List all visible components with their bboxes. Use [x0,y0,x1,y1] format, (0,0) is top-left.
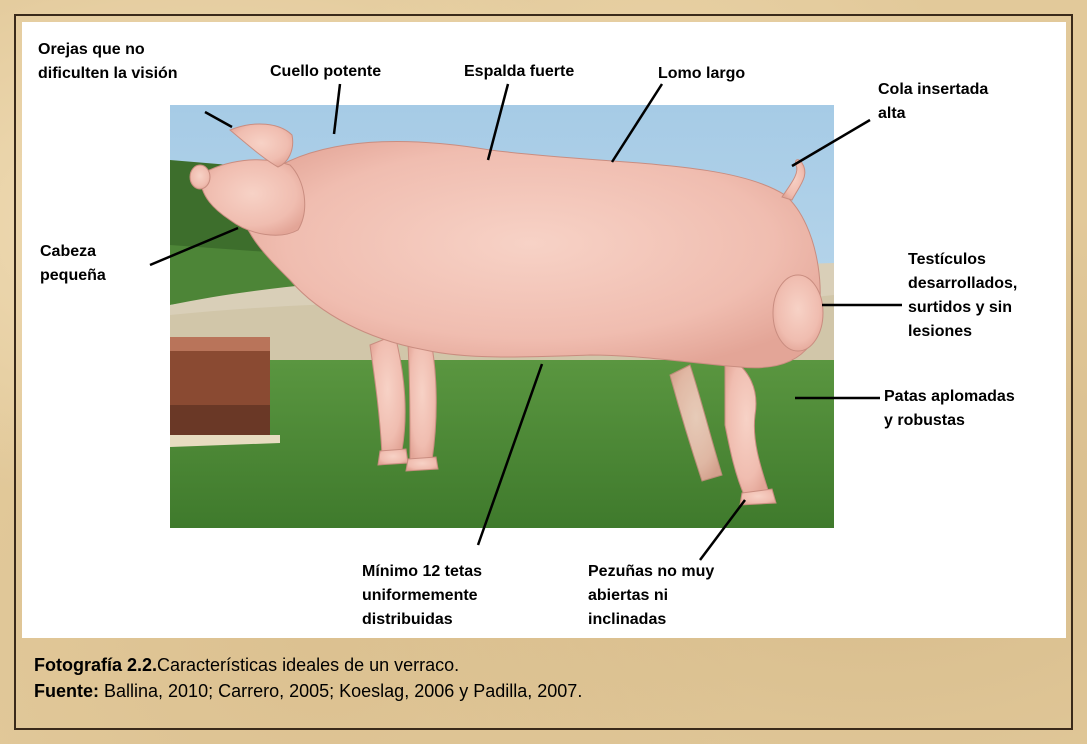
label-teats: Mínimo 12 tetas uniformemente distribuid… [362,563,483,628]
figure-caption: Fotografía 2.2.Características ideales d… [34,652,582,704]
label-back: Espalda fuerte [464,63,575,80]
label-neck: Cuello potente [270,63,382,80]
label-tail: Cola insertada alta [878,81,989,122]
caption-source-prefix: Fuente: [34,681,99,701]
boar-photo [170,105,834,528]
caption-photo-line: Fotografía 2.2.Características ideales d… [34,652,582,678]
label-legs: Patas aplomadas y robustas [884,388,1015,429]
label-ears: Orejas que no dificulten la visión [38,41,178,82]
caption-photo-text: Características ideales de un verraco. [157,655,460,675]
label-hooves: Pezuñas no muy abiertas ni inclinadas [588,563,715,628]
label-testicles: Testículos desarrollados, surtidos y sin… [908,251,1018,340]
figure-frame [14,14,1073,730]
caption-source-line: Fuente: Ballina, 2010; Carrero, 2005; Ko… [34,678,582,704]
label-loin: Lomo largo [658,65,746,82]
caption-photo-prefix: Fotografía 2.2. [34,655,158,675]
label-head: Cabeza pequeña [40,243,106,284]
caption-source-text: Ballina, 2010; Carrero, 2005; Koeslag, 2… [99,681,583,701]
